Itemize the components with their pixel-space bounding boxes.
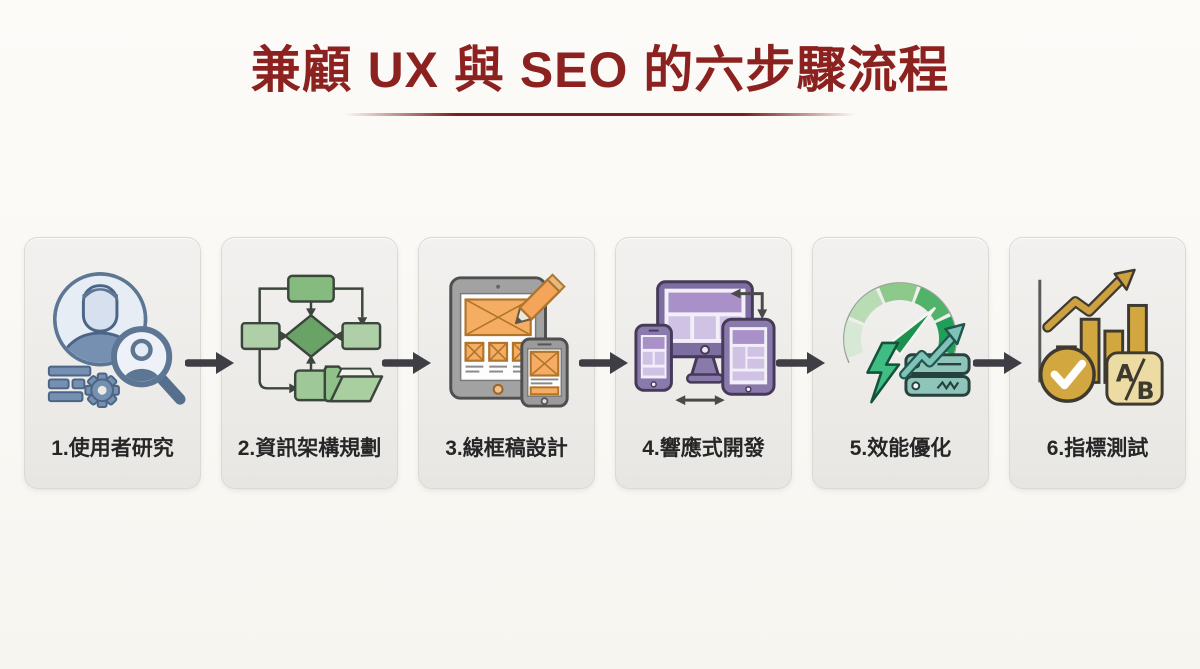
title-underline <box>345 112 855 116</box>
process-flow: 1.使用者研究 <box>24 237 1186 489</box>
step-card-2: 2.資訊架構規劃 <box>221 237 398 489</box>
phone-icon <box>633 323 673 392</box>
trend-arrow-icon <box>1041 268 1136 333</box>
step-label-6: 6.指標測試 <box>1046 437 1149 460</box>
step-card-5: 5.效能優化 <box>812 237 989 489</box>
sync-arrow-icon <box>730 288 767 320</box>
folders-icon <box>323 365 383 403</box>
lightning-icon <box>865 341 900 404</box>
page-title: 兼顧 UX 與 SEO 的六步驟流程 <box>250 42 950 98</box>
svg-text:A: A <box>1115 359 1134 387</box>
step-label-3: 3.線框稿設計 <box>445 437 568 460</box>
metrics-ab-testing-icon: A B <box>1037 268 1164 406</box>
step-label-2: 2.資訊架構規劃 <box>237 437 382 460</box>
phone-icon <box>519 337 569 408</box>
step-label-5: 5.效能優化 <box>849 437 952 460</box>
step-card-1: 1.使用者研究 <box>24 237 201 489</box>
flow-arrow-icon <box>185 352 234 374</box>
growth-arrow-icon <box>898 322 965 380</box>
magnifier-icon <box>110 326 186 405</box>
flow-arrow-icon <box>579 352 628 374</box>
tablet-icon <box>720 317 776 396</box>
step-card-6: A B 6.指標測試 <box>1009 237 1186 489</box>
check-circle-icon <box>1038 346 1096 403</box>
responsive-devices-icon <box>633 280 776 406</box>
ab-test-icon: A B <box>1104 351 1164 406</box>
step-label-4: 4.響應式開發 <box>642 437 765 460</box>
flow-arrow-icon <box>776 352 825 374</box>
pencil-icon <box>514 273 566 325</box>
wireframe-design-icon <box>448 273 569 408</box>
step-card-4: 4.響應式開發 <box>615 237 792 489</box>
flow-arrow-icon <box>973 352 1022 374</box>
flow-arrow-icon <box>382 352 431 374</box>
performance-optimization-icon <box>842 282 971 404</box>
gear-icon <box>83 372 120 409</box>
user-research-icon <box>47 272 186 409</box>
information-architecture-icon <box>240 274 383 403</box>
svg-text:B: B <box>1136 377 1154 405</box>
step-card-3: 3.線框稿設計 <box>418 237 595 489</box>
width-arrow-icon <box>674 395 725 406</box>
step-label-1: 1.使用者研究 <box>51 437 174 460</box>
header: 兼顧 UX 與 SEO 的六步驟流程 <box>0 0 1200 116</box>
